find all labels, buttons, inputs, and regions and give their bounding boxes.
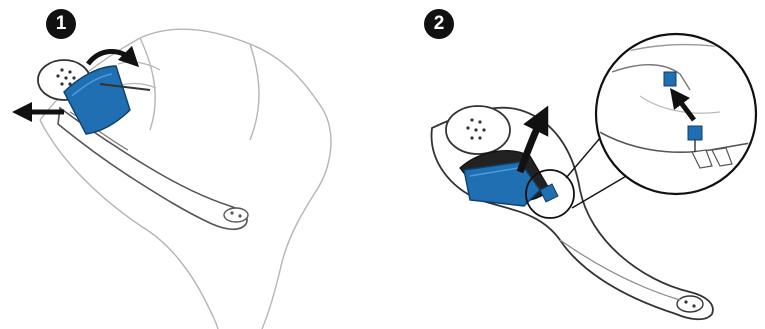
headset-icon xyxy=(38,60,248,229)
step-1-illustration xyxy=(22,29,331,329)
magnifier-inset-icon xyxy=(596,34,756,194)
step-2-illustration xyxy=(432,34,756,319)
